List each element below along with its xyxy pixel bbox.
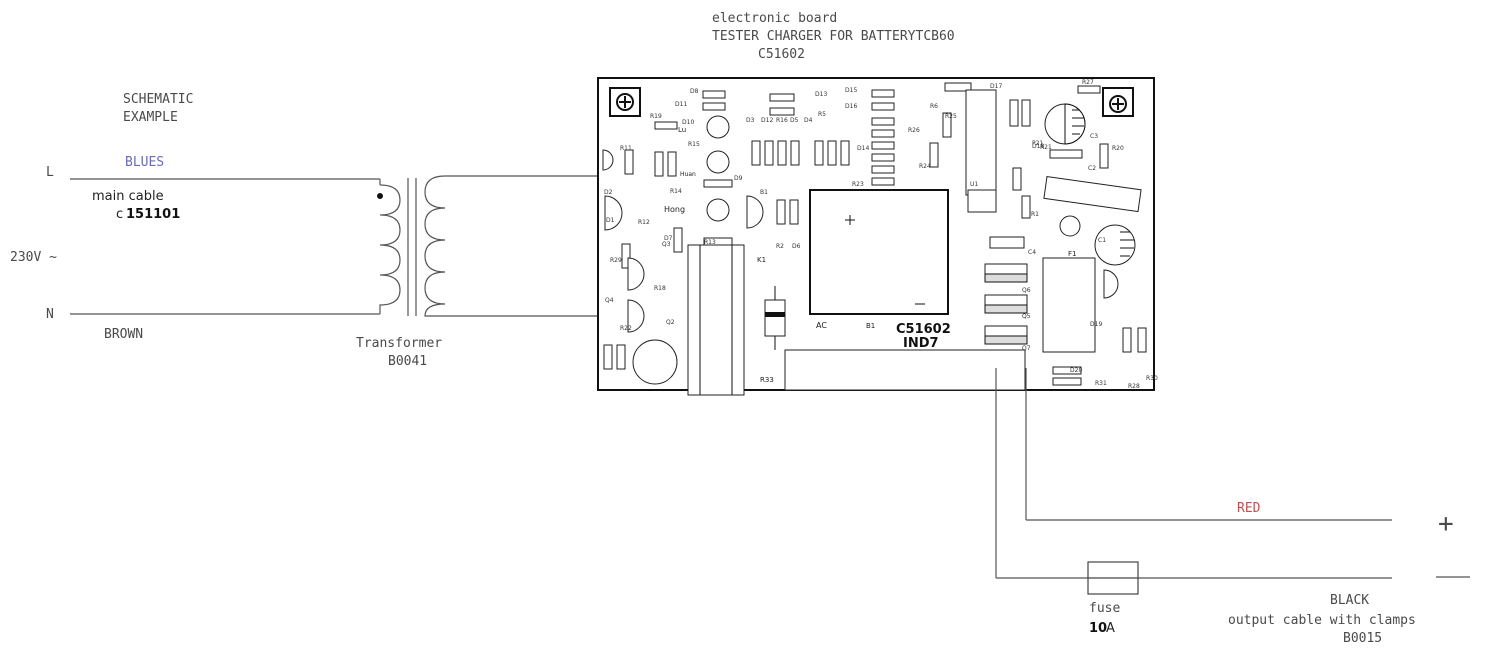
- component-ref-label: R29: [610, 257, 622, 264]
- wire-brown-label: BROWN: [104, 327, 143, 342]
- component-ref-label: U1: [970, 181, 978, 188]
- component-ref-label: R21: [1040, 144, 1052, 151]
- component-ref-label: R30: [1146, 375, 1158, 382]
- board-label-k1: K1: [757, 256, 766, 264]
- mounting-hole-right-icon: [1102, 87, 1134, 117]
- schematic-example-line1: SCHEMATIC: [123, 92, 193, 107]
- component-ref-label: R23: [852, 181, 864, 188]
- component-ref-label: R31: [1095, 380, 1107, 387]
- component-ref-label: D7: [664, 235, 673, 242]
- schematic-example-line2: EXAMPLE: [123, 110, 178, 125]
- plus-terminal-icon: +: [1438, 509, 1454, 539]
- component-ref-label: D3: [746, 117, 755, 124]
- component-ref-label: Q3: [662, 241, 671, 248]
- board-label-ac: AC: [816, 321, 827, 330]
- component-ref-label: D4: [804, 117, 813, 124]
- component-ref-label: B1: [760, 189, 768, 196]
- component-ref-label: R13: [704, 239, 716, 246]
- component-ref-label: R25: [945, 113, 957, 120]
- component-ref-label: D16: [845, 103, 857, 110]
- component-ref-label: R5: [818, 111, 826, 118]
- component-ref-label: C1: [1098, 237, 1106, 244]
- mounting-hole-left-icon: [609, 87, 641, 117]
- component-ref-label: D6: [792, 243, 801, 250]
- board-title-line1: electronic board: [712, 11, 837, 26]
- fuse-label: fuse: [1089, 601, 1120, 616]
- board-label-huan: Huan: [680, 171, 696, 178]
- fuse-symbol: [1087, 561, 1139, 595]
- component-ref-label: D9: [734, 175, 743, 182]
- main-cable-prefix: c: [116, 207, 123, 222]
- component-ref-label: R24: [919, 163, 931, 170]
- transformer-symbol: [377, 175, 600, 317]
- component-ref-label: Q5: [1022, 313, 1031, 320]
- transformer-code: B0041: [388, 354, 427, 369]
- board-title-line2: TESTER CHARGER FOR BATTERYTCB60: [712, 29, 955, 44]
- component-ref-label: R1: [1031, 211, 1039, 218]
- component-ref-label: D12: [761, 117, 773, 124]
- component-ref-label: P21: [1032, 140, 1043, 147]
- voltage-label: 230V ~: [10, 250, 57, 265]
- component-ref-label: R26: [908, 127, 920, 134]
- component-ref-label: D19: [1090, 321, 1102, 328]
- component-ref-label: D2: [604, 189, 613, 196]
- board-label-hong: Hong: [664, 205, 685, 214]
- component-ref-label: C4: [1028, 249, 1036, 256]
- main-cable-code: 151101: [126, 207, 180, 222]
- component-ref-label: R19: [650, 113, 662, 120]
- board-label-lu: Lu: [678, 126, 686, 134]
- component-ref-label: R11: [620, 145, 632, 152]
- component-ref-label: D20: [1070, 367, 1082, 374]
- component-ref-label: D18: [1032, 143, 1044, 150]
- component-ref-label: D13: [815, 91, 827, 98]
- pcb-board: [597, 77, 1155, 396]
- component-ref-label: R16: [776, 117, 788, 124]
- board-title-line3: C51602: [758, 47, 805, 62]
- transformer-label: Transformer: [356, 336, 442, 351]
- component-ref-label: Q4: [605, 297, 614, 304]
- fuse-value-number: 10: [1089, 621, 1107, 636]
- component-ref-label: C2: [1088, 165, 1096, 172]
- component-ref-label: D17: [990, 83, 1002, 90]
- component-ref-label: D15: [845, 87, 857, 94]
- output-cable-code: B0015: [1343, 631, 1382, 646]
- component-ref-label: C3: [1090, 133, 1098, 140]
- component-ref-label: R27: [1082, 79, 1094, 86]
- line-l-label: L: [46, 165, 54, 180]
- component-ref-label: D10: [682, 119, 694, 126]
- component-ref-label: R6: [930, 103, 938, 110]
- component-ref-label: Q7: [1022, 345, 1031, 352]
- board-label-b1: B1: [866, 322, 875, 330]
- component-ref-label: R20: [1112, 145, 1124, 152]
- component-ref-label: Q2: [666, 319, 675, 326]
- board-marking-code: C51602: [896, 322, 951, 337]
- fuse-value-unit: A: [1106, 621, 1115, 636]
- board-label-f1: F1: [1068, 250, 1076, 258]
- board-marking-sub: IND7: [903, 336, 939, 351]
- line-n-label: N: [46, 307, 54, 322]
- output-cable-label: output cable with clamps: [1228, 613, 1416, 628]
- component-ref-label: D8: [690, 88, 699, 95]
- component-ref-label: D14: [857, 145, 869, 152]
- wire-black-label: BLACK: [1330, 593, 1369, 608]
- component-ref-label: R14: [670, 188, 682, 195]
- component-ref-label: R15: [688, 141, 700, 148]
- component-ref-label: R2: [776, 243, 784, 250]
- component-ref-label: D5: [790, 117, 799, 124]
- component-ref-label: R18: [654, 285, 666, 292]
- board-label-r33: R33: [760, 376, 774, 384]
- component-ref-label: R28: [1128, 383, 1140, 390]
- component-ref-label: R12: [638, 219, 650, 226]
- wire-red-label: RED: [1237, 501, 1261, 516]
- component-ref-label: R22: [620, 325, 632, 332]
- component-ref-label: D1: [606, 217, 615, 224]
- main-cable-label: main cable: [92, 189, 164, 204]
- component-ref-label: Q6: [1022, 287, 1031, 294]
- wire-blue-label: BLUES: [125, 155, 164, 170]
- component-ref-label: D11: [675, 101, 687, 108]
